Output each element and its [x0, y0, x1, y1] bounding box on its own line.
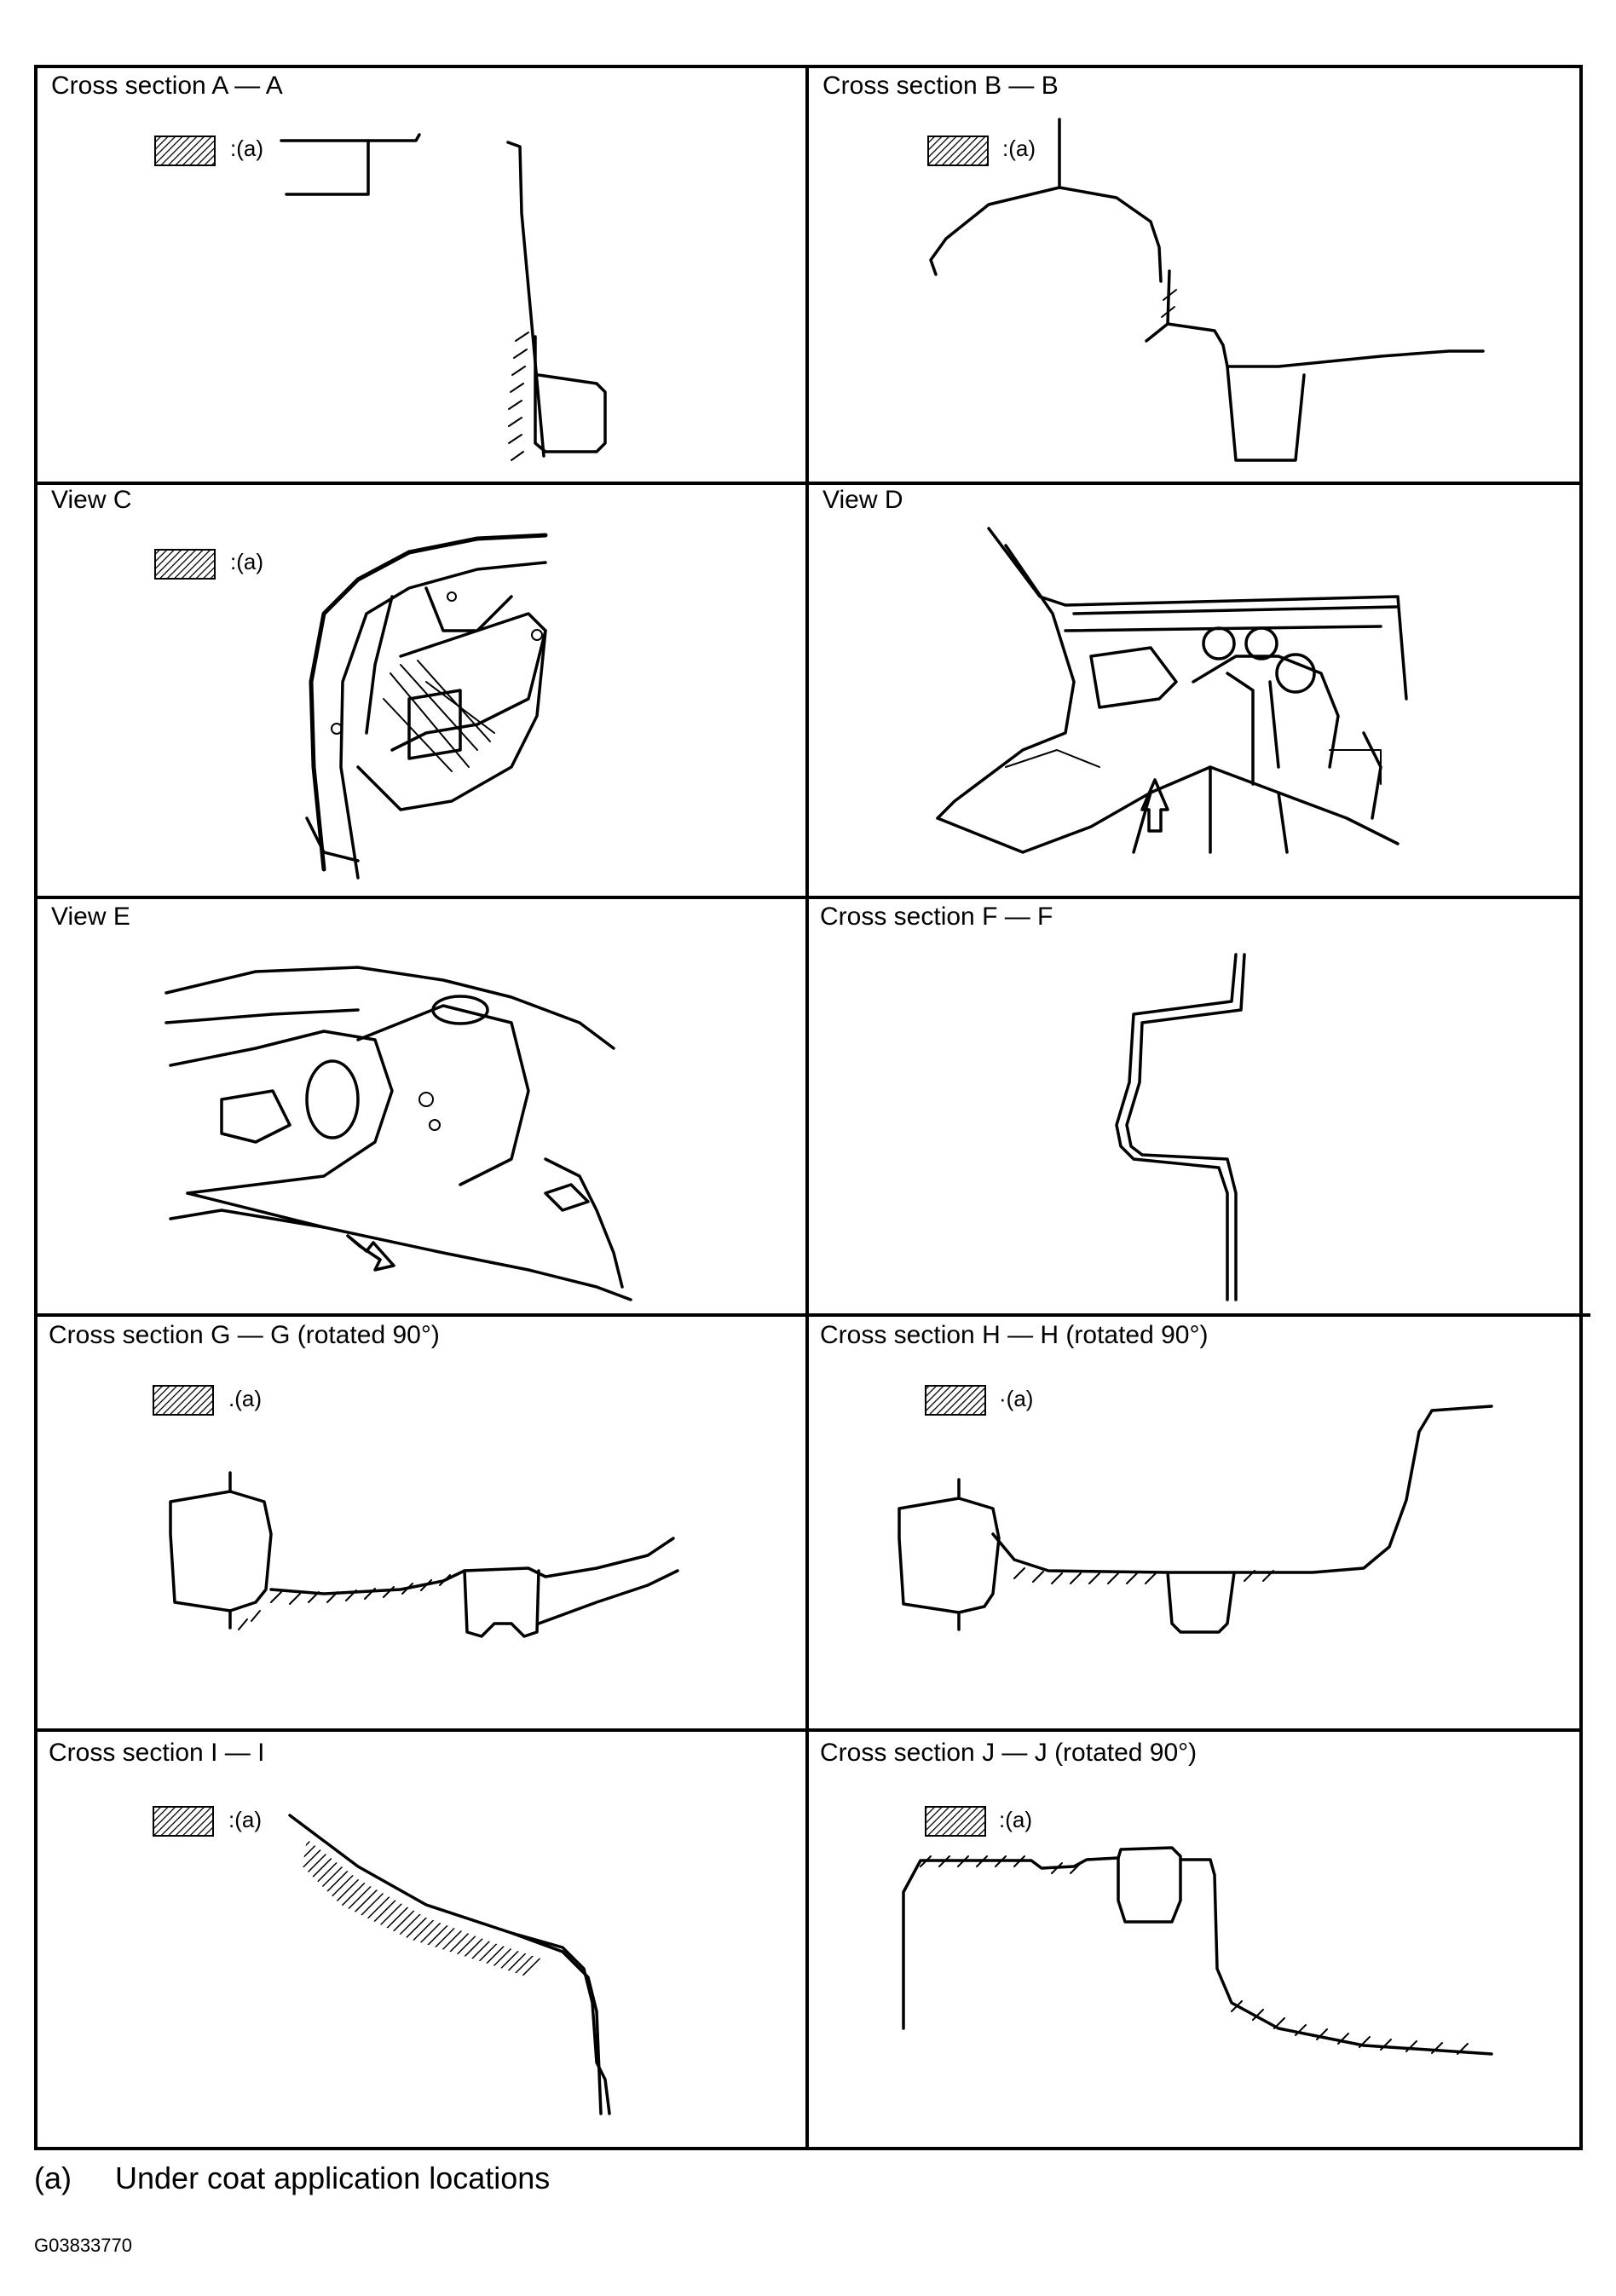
legend-label-a: :(a) [230, 136, 263, 161]
legend-swatch-g [153, 1385, 214, 1416]
panel-title-h: Cross section H — H (rotated 90°) [820, 1321, 1208, 1349]
grid-frame [34, 65, 1590, 2150]
footnote-marker: (a) [34, 2160, 72, 2195]
section-j-drawing [902, 1846, 1493, 2056]
legend-label-h: ·(a) [999, 1386, 1033, 1411]
legend-label-b: :(a) [1002, 136, 1036, 161]
section-f-drawing [1115, 953, 1246, 1301]
legend-swatch-b [927, 136, 989, 166]
section-a-drawing [280, 133, 607, 461]
figure-id: G03833770 [34, 2235, 132, 2256]
footnote: (a) Under coat application locations [34, 2160, 550, 2196]
panel-title-g: Cross section G — G (rotated 90°) [49, 1321, 440, 1349]
legend-label-g: .(a) [228, 1386, 262, 1411]
legend-label-j: :(a) [999, 1807, 1032, 1832]
panel-title-b: Cross section B — B [822, 72, 1059, 100]
view-e-drawing [164, 966, 632, 1301]
legend-swatch-a [154, 136, 216, 166]
view-c-drawing [305, 533, 548, 880]
panel-title-d: View D [822, 486, 903, 514]
legend-swatch-i [153, 1806, 214, 1837]
section-b-drawing [929, 118, 1485, 462]
legend-swatch-h [925, 1385, 986, 1416]
panel-title-a: Cross section A — A [51, 72, 283, 100]
section-i-drawing [288, 1814, 611, 2115]
undercoat-area-i [303, 1839, 545, 1977]
section-h-drawing [897, 1405, 1493, 1634]
legend-label-c: :(a) [230, 549, 263, 574]
panel-titles: Cross section A — A Cross section B — B … [49, 72, 1208, 1767]
legend-swatch-j [925, 1806, 986, 1837]
section-g-drawing [169, 1471, 679, 1638]
view-d-drawing [936, 527, 1408, 854]
footnote-text: Under coat application locations [115, 2160, 551, 2195]
panel-title-j: Cross section J — J (rotated 90°) [820, 1739, 1197, 1767]
panel-title-f: Cross section F — F [820, 903, 1053, 931]
panel-title-c: View C [51, 486, 131, 514]
legend-label-i: :(a) [228, 1807, 262, 1832]
legend-swatch-c [154, 549, 216, 580]
panel-title-e: View E [51, 903, 130, 931]
legends: :(a) :(a) :(a) .(a) ·(a) :(a) :(a) [153, 136, 1036, 1837]
panel-title-i: Cross section I — I [49, 1739, 264, 1767]
